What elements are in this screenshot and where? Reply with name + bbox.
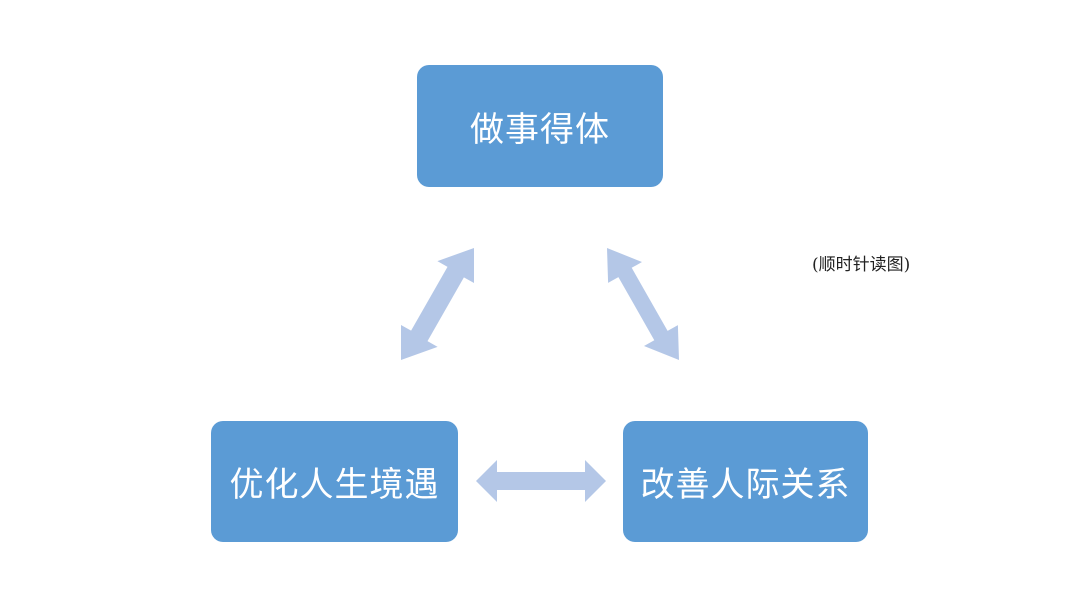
arrow-left-right <box>476 460 606 502</box>
arrow-top-right <box>607 248 679 360</box>
node-bottom-right: 改善人际关系 <box>623 421 868 542</box>
arrow-top-left <box>401 248 474 360</box>
reading-direction-note: (顺时针读图) <box>812 255 911 275</box>
node-top: 做事得体 <box>417 65 663 187</box>
node-bottom-left: 优化人生境遇 <box>211 421 458 542</box>
